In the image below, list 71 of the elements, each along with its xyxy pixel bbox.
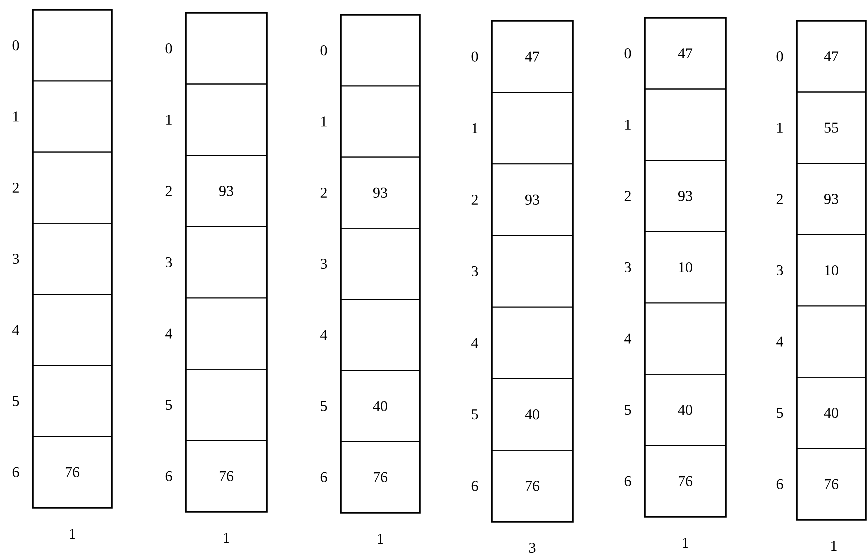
table-cell: 40 bbox=[340, 370, 420, 442]
collision-count: 3 bbox=[529, 542, 536, 554]
node-label: 47 bbox=[678, 48, 693, 59]
index-label: 6 bbox=[472, 481, 478, 492]
table-cell: 93 bbox=[796, 163, 866, 236]
node-label: 47 bbox=[525, 52, 540, 62]
index-label: 3 bbox=[472, 266, 478, 277]
index-label: 4 bbox=[776, 336, 784, 347]
index-label: 0 bbox=[166, 44, 172, 54]
table-cell: 40 bbox=[492, 378, 574, 451]
empty-cell bbox=[32, 294, 112, 366]
index-label: 0 bbox=[320, 46, 328, 56]
node-label: 47 bbox=[824, 52, 839, 62]
index-label: 2 bbox=[320, 188, 327, 198]
table-cell: 55 bbox=[796, 92, 866, 164]
index-label: 6 bbox=[776, 479, 784, 490]
index-label: 3 bbox=[776, 265, 784, 276]
index-label: 4 bbox=[624, 334, 632, 344]
index-label: 5 bbox=[625, 405, 632, 416]
index-label: 0 bbox=[776, 52, 784, 62]
table-cell: 10 bbox=[796, 234, 866, 307]
index-label: 0 bbox=[12, 40, 20, 51]
index-label: 4 bbox=[320, 330, 328, 340]
index-label: 0 bbox=[472, 52, 478, 62]
collision-count: 1 bbox=[832, 541, 837, 551]
table-cell: 93 bbox=[340, 156, 420, 229]
table-cell: 76 bbox=[32, 436, 112, 508]
index-label: 2 bbox=[776, 194, 783, 204]
index-label: 3 bbox=[320, 258, 328, 270]
collision-count: 1 bbox=[70, 529, 76, 539]
index-label: 2 bbox=[472, 194, 478, 205]
index-label: 4 bbox=[12, 325, 20, 336]
table-cell: 76 bbox=[186, 440, 268, 512]
index-label: 3 bbox=[12, 254, 20, 264]
index-label: 5 bbox=[321, 401, 328, 412]
index-label: 1 bbox=[322, 116, 327, 127]
index-label: 6 bbox=[166, 471, 172, 482]
index-label: 3 bbox=[624, 262, 632, 273]
index-label: 6 bbox=[320, 472, 328, 482]
index-label: 1 bbox=[778, 122, 783, 133]
index-label: 3 bbox=[166, 257, 172, 268]
index-label: 4 bbox=[472, 338, 479, 348]
table-cell: 76 bbox=[340, 441, 420, 514]
table-cell: 93 bbox=[186, 155, 268, 228]
table-cell: 10 bbox=[644, 231, 726, 304]
index-label: 1 bbox=[626, 120, 631, 130]
index-label: 1 bbox=[14, 112, 19, 122]
index-label: 5 bbox=[13, 396, 20, 406]
index-label: 5 bbox=[472, 410, 478, 420]
index-label: 2 bbox=[12, 182, 19, 193]
index-label: 1 bbox=[166, 114, 172, 125]
index-label: 5 bbox=[166, 400, 172, 410]
collision-count: 1 bbox=[378, 534, 384, 544]
table-cell: 40 bbox=[644, 374, 726, 446]
index-label: 1 bbox=[472, 123, 478, 134]
index-label: 2 bbox=[166, 186, 172, 196]
table-cell: 40 bbox=[796, 377, 866, 450]
index-label: 6 bbox=[624, 476, 632, 486]
index-label: 2 bbox=[624, 191, 631, 202]
table-cell: 93 bbox=[492, 164, 574, 236]
collision-count: 1 bbox=[224, 533, 230, 543]
empty-cell bbox=[340, 299, 420, 372]
table-cell: 76 bbox=[492, 450, 574, 522]
collision-count: 1 bbox=[683, 538, 688, 548]
table-cell: 76 bbox=[796, 448, 866, 520]
table-cell: 76 bbox=[644, 445, 726, 518]
index-label: 5 bbox=[777, 408, 784, 418]
table-cell: 93 bbox=[644, 160, 726, 232]
index-label: 6 bbox=[12, 467, 20, 478]
index-label: 0 bbox=[624, 48, 632, 59]
index-label: 4 bbox=[166, 328, 173, 339]
